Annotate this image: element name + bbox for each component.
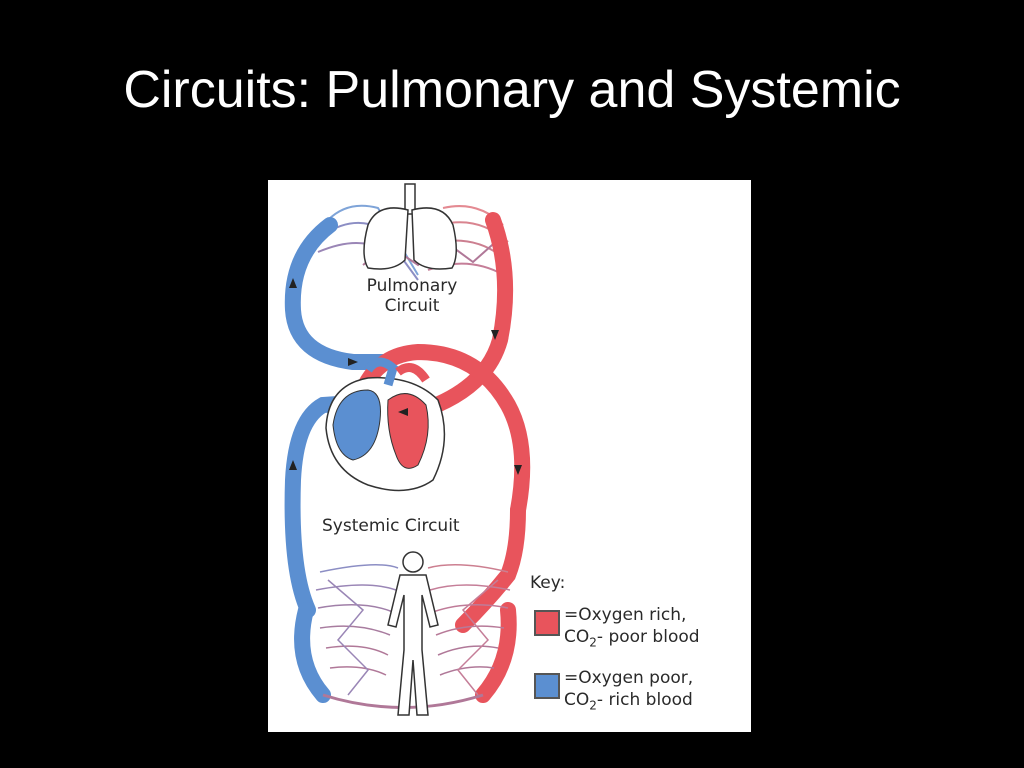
flow-arrows: [289, 278, 522, 475]
lower-aorta-vessel: [475, 602, 517, 703]
lower-vena-cava-vessel: [294, 602, 331, 703]
human-figure: [387, 551, 439, 716]
subscript-text: 2: [589, 698, 597, 713]
key-item-line1: =Oxygen poor,: [564, 668, 694, 688]
pulmonary-artery-vessel: [284, 217, 396, 370]
circulation-drawing: [284, 183, 531, 716]
oxygen-rich-swatch: [534, 610, 560, 636]
pulmonary-label-line1: Pulmonary: [366, 276, 458, 296]
key-item-oxygen-rich-text: =Oxygen rich, CO2- poor blood: [564, 604, 700, 651]
key-item-line1: =Oxygen rich,: [564, 605, 687, 625]
co-text: CO: [564, 627, 590, 648]
slide-title: Circuits: Pulmonary and Systemic: [123, 61, 901, 119]
aorta-vessel: [455, 502, 526, 633]
pulmonary-vein-vessel: [410, 212, 514, 420]
co-text: CO: [564, 690, 590, 711]
circulation-diagram: Pulmonary Circuit Systemic Circuit Key: …: [268, 180, 751, 732]
pulmonary-circuit-label: Pulmonary Circuit: [354, 276, 470, 316]
blood-text: - rich blood: [596, 690, 693, 711]
key-item-oxygen-poor-text: =Oxygen poor, CO2- rich blood: [564, 667, 693, 714]
subscript-text: 2: [589, 635, 597, 650]
key-item-line2: CO2- rich blood: [564, 689, 693, 714]
pulmonary-trunk-vessel: [348, 343, 531, 518]
systemic-circuit-label: Systemic Circuit: [322, 516, 460, 536]
key-item-line2: CO2- poor blood: [564, 626, 700, 651]
oxygen-poor-swatch: [534, 673, 560, 699]
lungs-illustration: [363, 183, 457, 270]
blood-text: - poor blood: [596, 627, 700, 648]
vena-cava-vessel: [284, 394, 376, 618]
pulmonary-label-line2: Circuit: [384, 295, 440, 316]
key-title: Key:: [530, 573, 566, 593]
heart-illustration: [325, 357, 446, 492]
